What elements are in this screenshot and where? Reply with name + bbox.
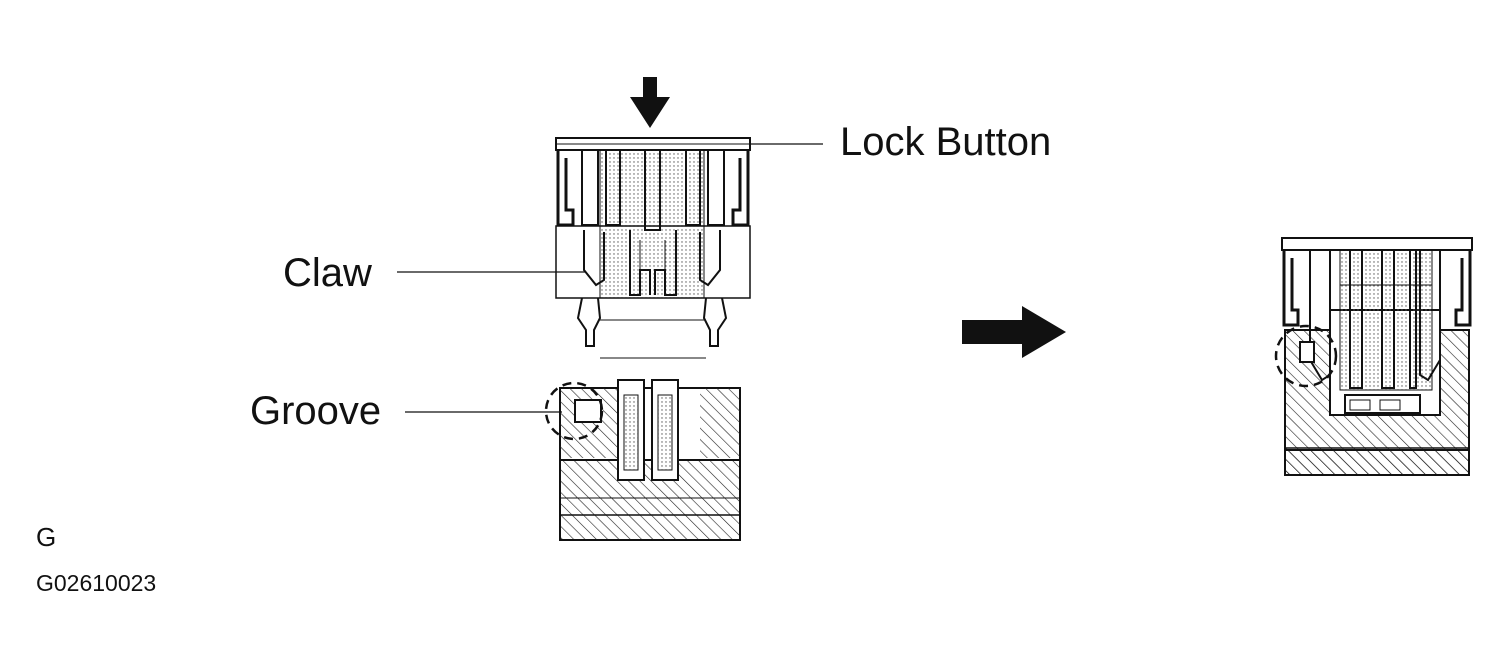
groove-locked-circle — [1274, 324, 1338, 388]
lock-button-part — [555, 137, 751, 359]
lock-button-label: Lock Button — [840, 120, 1052, 164]
connector-housing — [559, 379, 741, 541]
arrow-down-icon — [630, 77, 670, 128]
assembled-connector — [1281, 237, 1473, 476]
figure-code: G02610023 — [36, 570, 157, 596]
claw-label: Claw — [283, 251, 372, 295]
groove-label: Groove — [250, 389, 382, 433]
corner-letter: G — [36, 522, 57, 552]
groove-highlight-circle — [544, 381, 604, 441]
arrow-right-icon — [962, 306, 1066, 358]
